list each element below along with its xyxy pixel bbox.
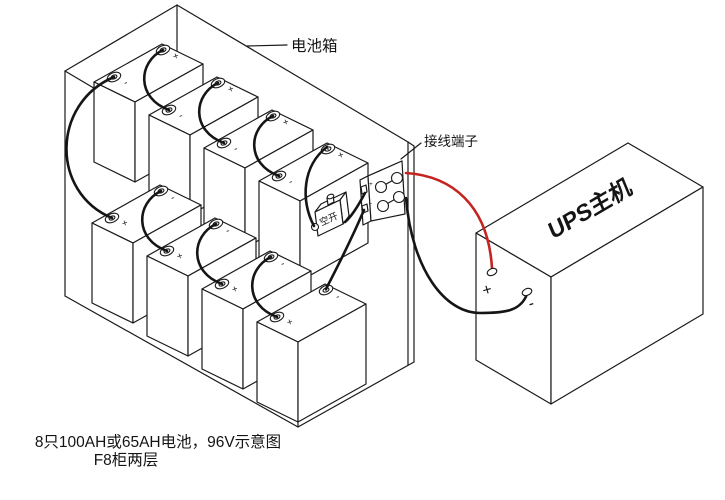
ups-positive-sign: +	[480, 281, 494, 300]
battery-4-negative-sign: -	[288, 176, 295, 187]
battery-box-leader-line	[246, 44, 288, 47]
ups-negative-sign: -	[526, 295, 536, 313]
ups-positive-terminal-icon	[486, 267, 498, 277]
battery-2-negative-sign: -	[178, 110, 185, 121]
battery-4: + -	[258, 141, 369, 282]
negative-return-wire	[324, 208, 366, 291]
battery-8: - +	[256, 282, 367, 423]
battery-4-positive-sign: +	[337, 150, 346, 162]
battery-2-positive-sign: +	[227, 84, 236, 96]
caption-line1: 8只100AH或65AH电池，96V示意图	[35, 432, 281, 451]
terminal-post-icon	[390, 171, 404, 185]
terminal-post-icon	[374, 180, 388, 194]
caption-line2: F8柜两层	[94, 451, 159, 469]
negative-output-wire	[404, 196, 529, 315]
battery-5-negative-sign: -	[170, 192, 177, 203]
row-link-wire	[65, 75, 116, 220]
breaker-knob-icon	[326, 193, 335, 200]
terminal-block-minus-sign: -	[370, 200, 372, 207]
series-wire-3	[252, 114, 281, 178]
battery-8-positive-sign: +	[286, 317, 295, 329]
circuit-breaker: 空开	[310, 191, 350, 237]
terminal-block: + -	[359, 160, 406, 226]
series-wire-4	[140, 189, 169, 253]
battery-3-negative-sign: -	[233, 143, 240, 154]
terminal-block-leader-line	[400, 142, 422, 160]
battery-7-positive-sign: +	[231, 284, 240, 296]
series-wire-1	[142, 48, 171, 112]
ups-terminals: + -	[480, 267, 536, 313]
series-wires	[65, 48, 367, 319]
battery-2: + -	[148, 75, 259, 216]
battery-7-negative-sign: -	[280, 258, 287, 269]
battery-6: - +	[146, 216, 257, 357]
ups-negative-terminal-icon	[521, 287, 533, 297]
terminal-post-icon	[376, 199, 390, 213]
battery-1-positive-sign: +	[172, 51, 181, 63]
battery-8-negative-sign: -	[335, 291, 342, 302]
terminal-block-label: 接线端子	[424, 133, 478, 149]
battery-1-negative-sign: -	[123, 77, 130, 88]
battery-5-positive-sign: +	[121, 218, 130, 230]
battery-5: - +	[91, 183, 202, 324]
series-wire-2	[197, 81, 226, 145]
terminal-block-plus-sign: +	[369, 181, 373, 188]
battery-3-positive-sign: +	[282, 117, 291, 129]
series-wire-5	[195, 222, 224, 286]
battery-box-label: 电池箱	[291, 37, 338, 55]
breaker-input-wire	[304, 145, 329, 228]
terminal-lug-icon	[360, 184, 368, 195]
positive-output-wire	[404, 171, 494, 270]
breaker-output-wire	[343, 191, 367, 224]
annotations: 电池箱 接线端子 8只100AH或65AH电池，96V示意图 F8柜两层	[35, 37, 478, 469]
ups-unit: UPS主机	[475, 142, 704, 405]
series-wire-6	[250, 255, 279, 319]
battery-6-negative-sign: -	[225, 225, 232, 236]
terminal-post-icon	[392, 190, 406, 204]
battery-7: - +	[201, 249, 312, 390]
battery-3: + -	[203, 108, 314, 249]
battery-6-positive-sign: +	[176, 251, 185, 263]
battery-1: + -	[93, 42, 204, 183]
